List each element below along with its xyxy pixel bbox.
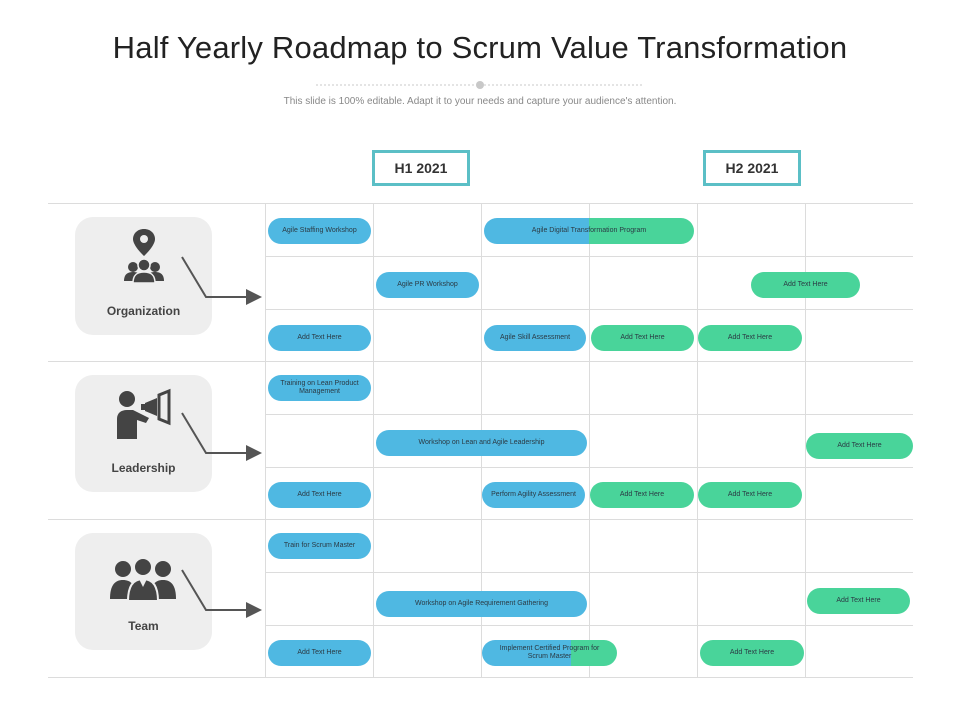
grid-line: [697, 203, 698, 678]
task-pill[interactable]: Add Text Here: [700, 640, 804, 666]
task-pill[interactable]: Add Text Here: [268, 640, 371, 666]
connector-arrow: [181, 412, 262, 461]
location-people-icon: [124, 229, 164, 284]
category-label: Team: [128, 619, 159, 633]
title-divider: [316, 81, 644, 89]
category-card-team: Team: [75, 533, 212, 650]
task-pill[interactable]: Agile Staffing Workshop: [268, 218, 371, 244]
grid-line: [589, 203, 590, 678]
task-pill[interactable]: Perform Agility Assessment: [482, 482, 585, 508]
megaphone-person-icon: [117, 388, 171, 439]
task-pill[interactable]: Agile Digital Transformation Program: [484, 218, 694, 244]
page-title: Half Yearly Roadmap to Scrum Value Trans…: [112, 30, 848, 65]
connector-arrow: [181, 256, 262, 305]
grid-line: [265, 203, 266, 678]
task-pill[interactable]: Add Text Here: [268, 325, 371, 351]
task-pill[interactable]: Implement Certified Program for Scrum Ma…: [482, 640, 617, 666]
task-pill[interactable]: Add Text Here: [698, 482, 802, 508]
task-pill[interactable]: Add Text Here: [751, 272, 860, 298]
category-label: Leadership: [111, 461, 176, 475]
task-pill[interactable]: Workshop on Lean and Agile Leadership: [376, 430, 587, 456]
grid-line: [805, 203, 806, 678]
category-label: Organization: [106, 304, 181, 318]
category-card-organization: Organization: [75, 217, 212, 335]
task-pill[interactable]: Add Text Here: [698, 325, 802, 351]
task-pill[interactable]: Training on Lean Product Management: [268, 375, 371, 401]
task-pill[interactable]: Add Text Here: [268, 482, 371, 508]
subtitle: This slide is 100% editable. Adapt it to…: [283, 96, 677, 107]
task-pill[interactable]: Agile Skill Assessment: [484, 325, 586, 351]
task-pill[interactable]: Add Text Here: [806, 433, 913, 459]
task-pill[interactable]: Add Text Here: [807, 588, 910, 614]
task-pill[interactable]: Agile PR Workshop: [376, 272, 479, 298]
period-h2: H2 2021: [703, 150, 801, 186]
task-pill[interactable]: Add Text Here: [591, 325, 694, 351]
grid-line: [48, 203, 913, 204]
grid-line: [48, 361, 913, 362]
connector-arrow: [181, 569, 262, 618]
grid-line: [48, 519, 913, 520]
team-people-icon: [110, 557, 176, 602]
grid-line: [373, 203, 374, 678]
period-h1: H1 2021: [372, 150, 470, 186]
grid-line: [48, 677, 913, 678]
task-pill[interactable]: Train for Scrum Master: [268, 533, 371, 559]
task-pill[interactable]: Add Text Here: [590, 482, 694, 508]
task-pill[interactable]: Workshop on Agile Requirement Gathering: [376, 591, 587, 617]
category-card-leadership: Leadership: [75, 375, 212, 492]
